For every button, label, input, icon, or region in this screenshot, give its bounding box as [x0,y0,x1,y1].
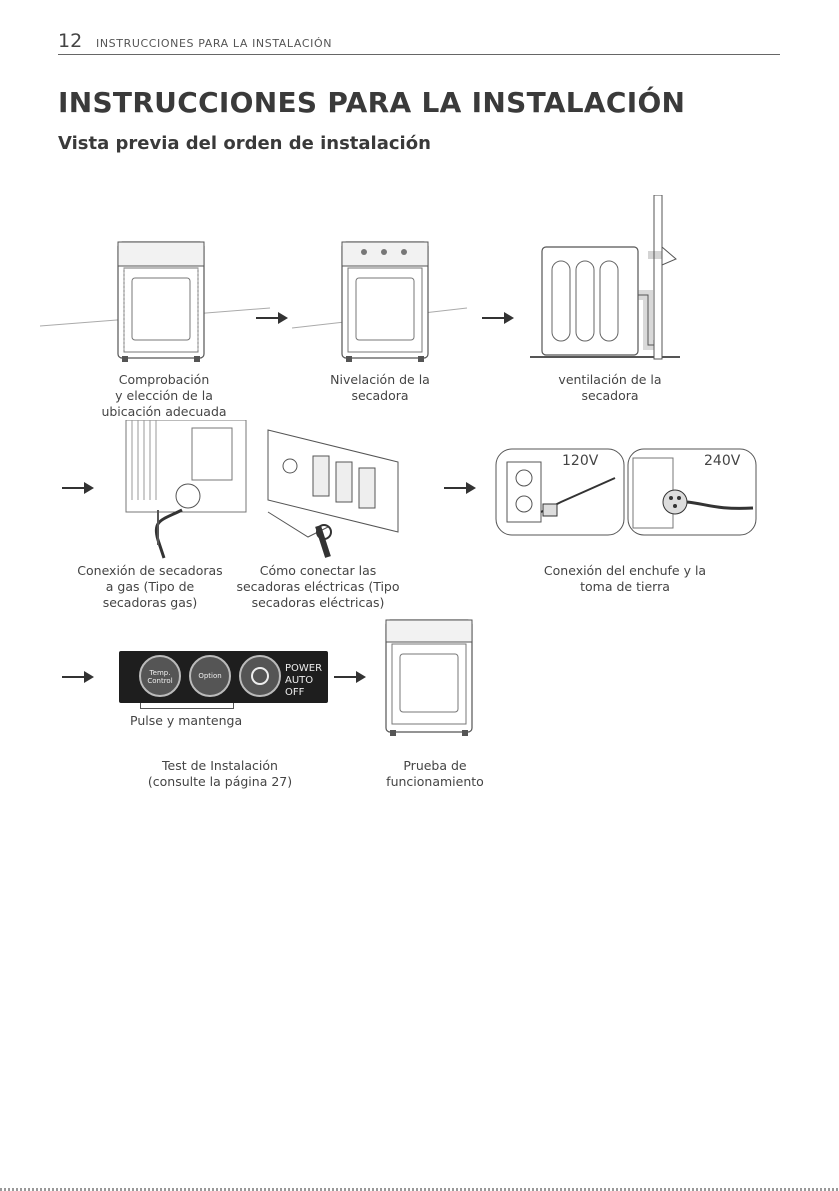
arrow-right-icon [482,312,514,324]
outlet-240v-illustration [627,448,757,536]
power-label: POWER AUTO OFF [285,663,323,698]
gas-connection-illustration [112,420,252,560]
temp-control-button: Temp. Control [139,655,181,697]
dryer-venting-illustration [530,195,690,370]
dryer-location-illustration [40,228,280,368]
electric-terminal-block-illustration [258,422,408,562]
arrow-right-icon [62,482,94,494]
arrow-right-icon [334,671,366,683]
step-caption: Test de Instalación(consulte la página 2… [147,758,293,789]
dryer-leveling-illustration [292,228,472,368]
dryer-operation-illustration [380,614,480,739]
voltage-120-label: 120V [562,453,599,469]
control-panel: Temp. Control Option POWER AUTO OFF [119,651,328,703]
outlet-120v-illustration [495,448,625,536]
arrow-right-icon [444,482,476,494]
header-rule [58,54,780,55]
page-title: INSTRUCCIONES PARA LA INSTALACIÓN [58,86,686,119]
scan-border [0,1188,839,1191]
running-header: INSTRUCCIONES PARA LA INSTALACIÓN [96,37,333,50]
arrow-right-icon [256,312,288,324]
press-hold-bracket [140,703,234,709]
option-button: Option [189,655,231,697]
section-subtitle: Vista previa del orden de instalación [58,133,431,154]
arrow-right-icon [62,671,94,683]
voltage-240-label: 240V [704,453,741,469]
press-hold-label: Pulse y mantenga [130,713,243,728]
page-number: 12 [58,30,83,52]
power-icon [239,655,281,697]
